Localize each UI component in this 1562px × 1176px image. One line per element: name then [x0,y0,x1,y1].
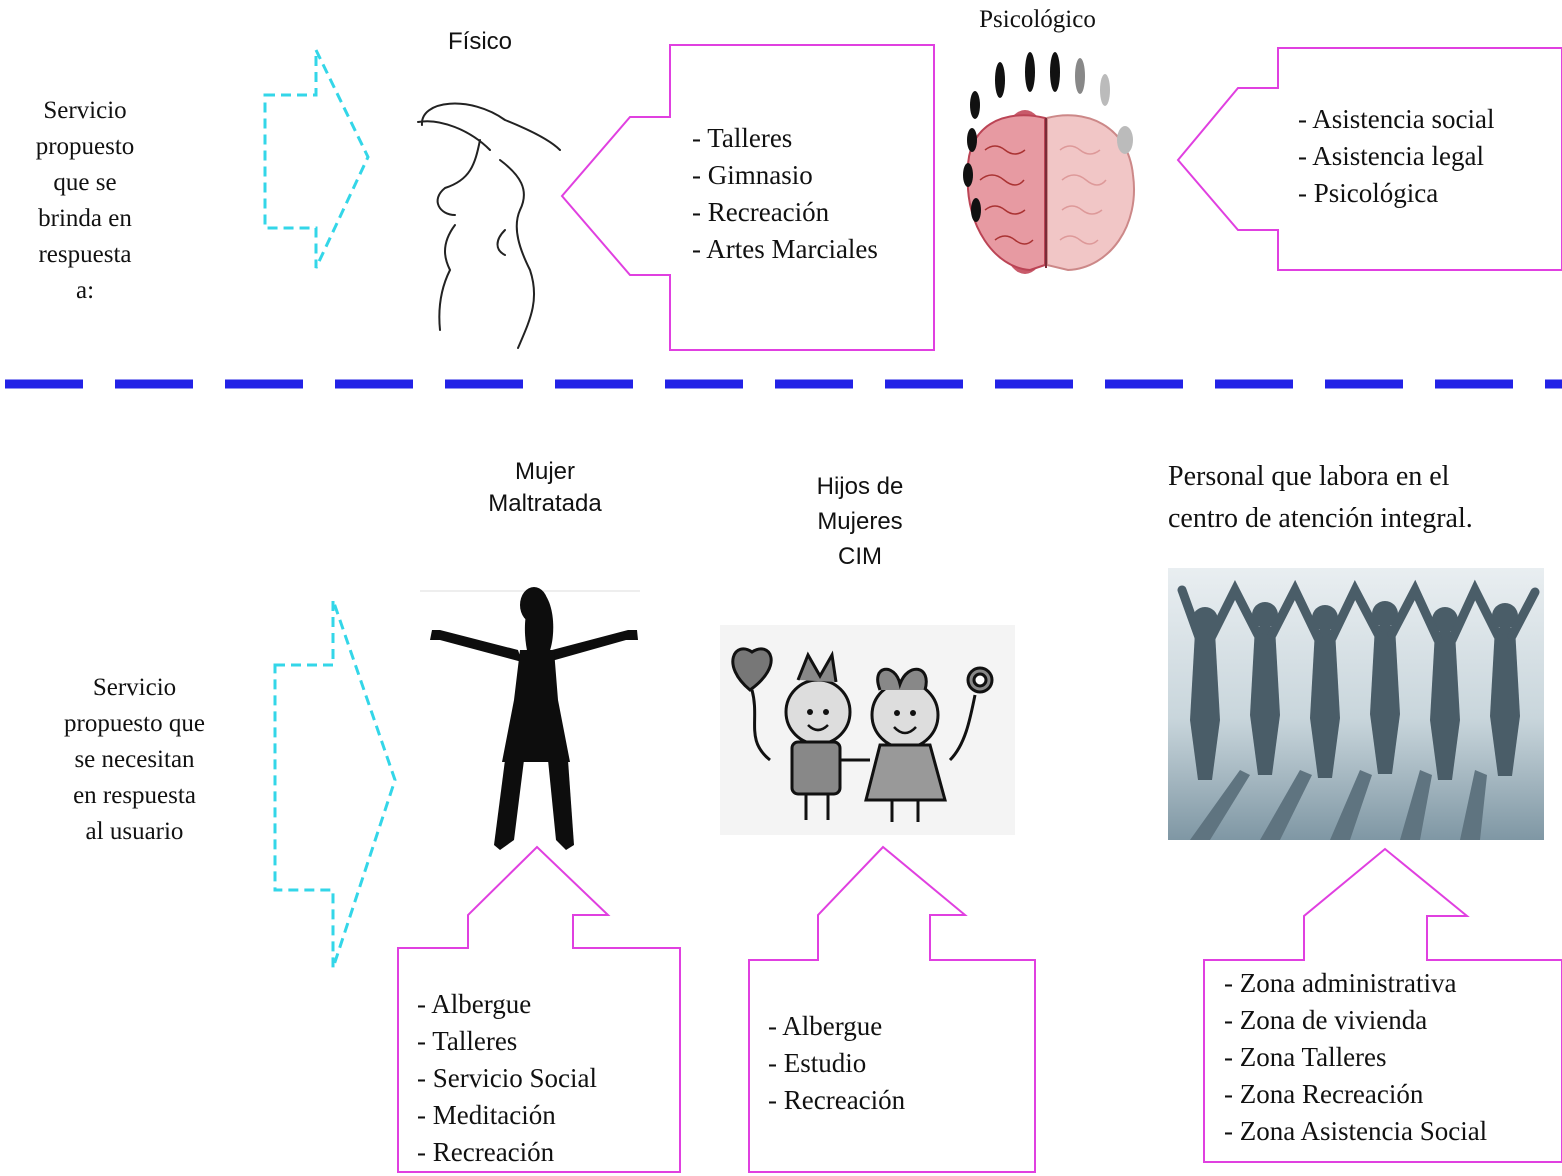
mujer-list: - Albergue - Talleres - Servicio Social … [417,986,597,1171]
woman-sketch-icon [417,102,561,349]
hijos-title-line: Hijos de [816,473,904,500]
hijos-list: - Albergue - Estudio - Recreación [768,1008,905,1119]
list-item: - Asistencia social [1298,104,1495,134]
fisico-title: Físico [447,28,512,55]
bottom-intro-line: se necesitan [74,746,195,773]
list-item: - Talleres [417,1026,518,1056]
list-item: - Recreación [768,1085,906,1115]
list-item: - Estudio [768,1048,867,1078]
fisico-list: - Talleres - Gimnasio - Recreación - Art… [692,120,878,268]
bottom-intro-line: Servicio [92,674,177,701]
personal-title-line: centro de atención integral. [1168,503,1473,534]
callout-fisico [560,44,935,351]
mujer-title-line: Mujer [514,458,575,485]
list-item: - Albergue [417,989,532,1019]
hijos-title: Hijos de Mujeres CIM [790,469,930,574]
list-item: - Artes Marciales [692,234,878,264]
top-intro-line: Servicio [43,97,127,124]
list-item: - Meditación [417,1100,556,1130]
top-intro-line: respuesta [38,241,132,268]
mujer-title-line: Maltratada [488,490,602,517]
top-intro: Servicio propuesto que se brinda en resp… [10,93,160,309]
list-item: - Zona de vivienda [1224,1005,1428,1035]
psicologico-list: - Asistencia social - Asistencia legal -… [1298,101,1494,212]
list-item: - Talleres [692,123,793,153]
bottom-intro-line: al usuario [85,818,184,845]
list-item: - Zona administrativa [1224,968,1457,998]
personal-title-line: Personal que labora en el [1168,461,1450,492]
bottom-intro-line: en respuesta [73,782,196,809]
top-intro-line: brinda en [38,205,132,232]
list-item: - Zona Talleres [1224,1042,1387,1072]
list-item: - Asistencia legal [1298,141,1484,171]
personal-title: Personal que labora en el centro de aten… [1168,456,1473,540]
callout-psicologico [1176,47,1562,271]
list-item: - Servicio Social [417,1063,597,1093]
callout-personal [1203,847,1562,1163]
list-item: - Zona Recreación [1224,1079,1424,1109]
woman-silhouette-icon [420,587,640,850]
mujer-title: Mujer Maltratada [460,456,630,520]
callout-hijos [748,845,1036,1173]
list-item: - Zona Asistencia Social [1224,1116,1488,1146]
callout-mujer [397,845,681,1173]
list-item: - Albergue [768,1011,883,1041]
list-item: - Psicológica [1298,178,1439,208]
top-intro-line: propuesto [35,133,135,160]
bottom-intro: Servicio propuesto que se necesitan en r… [22,670,247,850]
arrow-right-top [263,49,370,269]
list-item: - Recreación [692,197,830,227]
top-intro-line: que se [53,169,117,196]
personal-list: - Zona administrativa - Zona de vivienda… [1224,965,1487,1150]
top-intro-line: a: [75,277,95,304]
psicologico-title: Psicológico [979,6,1096,33]
list-item: - Gimnasio [692,160,813,190]
children-drawing-icon [720,625,1015,835]
hijos-title-line: CIM [838,543,882,570]
brain-image-icon [963,52,1135,274]
people-holding-hands-icon [1168,568,1544,840]
arrow-right-bottom [273,599,397,969]
bottom-intro-line: propuesto que [64,710,205,737]
list-item: - Recreación [417,1137,555,1167]
hijos-title-line: Mujeres [817,508,903,535]
